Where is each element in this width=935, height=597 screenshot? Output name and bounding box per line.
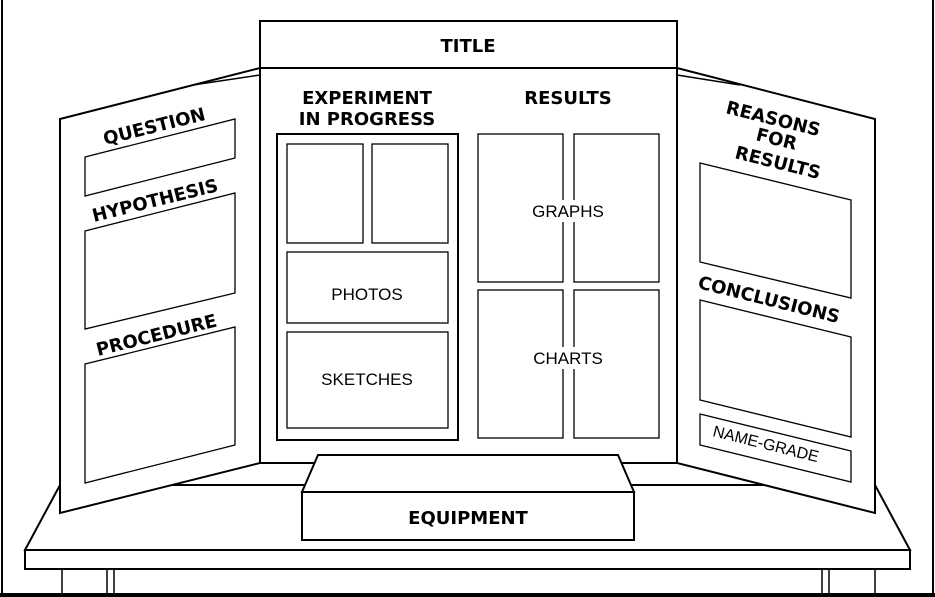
graphs-label-bg (532, 200, 606, 222)
experiment-label-line2: IN PROGRESS (299, 109, 435, 130)
hypothesis-box (84, 192, 236, 330)
results-label: RESULTS (524, 88, 611, 109)
sketches-box (286, 331, 449, 429)
left-panel: QUESTION HYPOTHESIS PROCEDURE (59, 66, 261, 515)
equipment-box: EQUIPMENT (300, 454, 636, 541)
graphs-label: GRAPHS (532, 202, 604, 221)
question-box (84, 118, 236, 197)
reasons-box (699, 162, 852, 299)
charts-label: CHARTS (533, 349, 603, 368)
results-section: RESULTS GRAPHS CHARTS (477, 88, 660, 439)
equipment-label: EQUIPMENT (408, 508, 528, 529)
photo-slot (371, 143, 449, 244)
experiment-label-line1: EXPERIMENT (302, 88, 432, 109)
title-label: TITLE (440, 36, 495, 57)
conclusions-box (699, 299, 852, 438)
procedure-box (84, 326, 236, 484)
photo-slot (286, 143, 364, 244)
title-box (259, 20, 678, 69)
name-grade-box (699, 413, 852, 483)
right-panel: REASONS FOR RESULTS CONCLUSIONS NAME-GRA… (676, 66, 876, 515)
experiment-section: EXPERIMENT IN PROGRESS PHOTOS SKETCHES (276, 88, 459, 441)
sketches-label: SKETCHES (321, 370, 413, 389)
charts-label-bg (532, 347, 606, 369)
photos-label: PHOTOS (331, 285, 402, 304)
photos-box (286, 251, 449, 324)
